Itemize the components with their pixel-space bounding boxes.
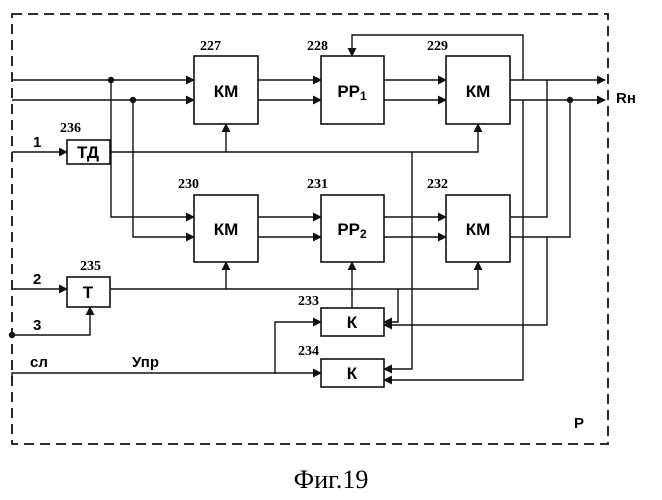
input-3-label: 3 [33,317,41,334]
block-227: КМ 227 [194,39,258,124]
block-232-number: 232 [427,177,448,192]
block-227-number: 227 [200,39,221,54]
block-228-type: РР [337,82,360,101]
block-228-sub: 1 [360,89,367,103]
input-upr-label: Упр [132,354,159,371]
block-231-number: 231 [307,177,328,192]
block-236: ТД 236 [60,121,110,164]
block-232-type: КМ [466,220,491,239]
block-236-type: ТД [77,143,99,162]
block-236-number: 236 [60,121,81,136]
block-235-type: Т [83,283,94,302]
block-232: КМ 232 [427,177,510,262]
figure-caption: Фиг.19 [294,465,369,494]
block-235-number: 235 [80,259,101,274]
block-234-type: К [347,364,358,383]
block-230: КМ 230 [178,177,258,262]
block-228-number: 228 [307,39,328,54]
block-235: Т 235 [67,259,110,307]
input-sl-label: сл [30,354,48,371]
input-1-label: 1 [33,134,41,151]
block-229-type: КМ [466,82,491,101]
block-234-number: 234 [298,344,319,359]
output-label: Rн [616,90,636,107]
wires [12,35,605,380]
block-231-type: РР [337,220,360,239]
block-229: КМ 229 [427,39,510,124]
block-233: К 233 [298,294,384,336]
frame-label: Р [574,415,584,432]
block-228: РР1 228 [307,39,384,124]
block-227-type: КМ [214,82,239,101]
block-231: РР2 231 [307,177,384,262]
block-231-sub: 2 [360,227,367,241]
block-234: К 234 [298,344,384,387]
input-2-label: 2 [33,271,41,288]
block-233-number: 233 [298,294,319,309]
block-233-type: К [347,313,358,332]
block-230-number: 230 [178,177,199,192]
block-230-type: КМ [214,220,239,239]
block-229-number: 229 [427,39,448,54]
